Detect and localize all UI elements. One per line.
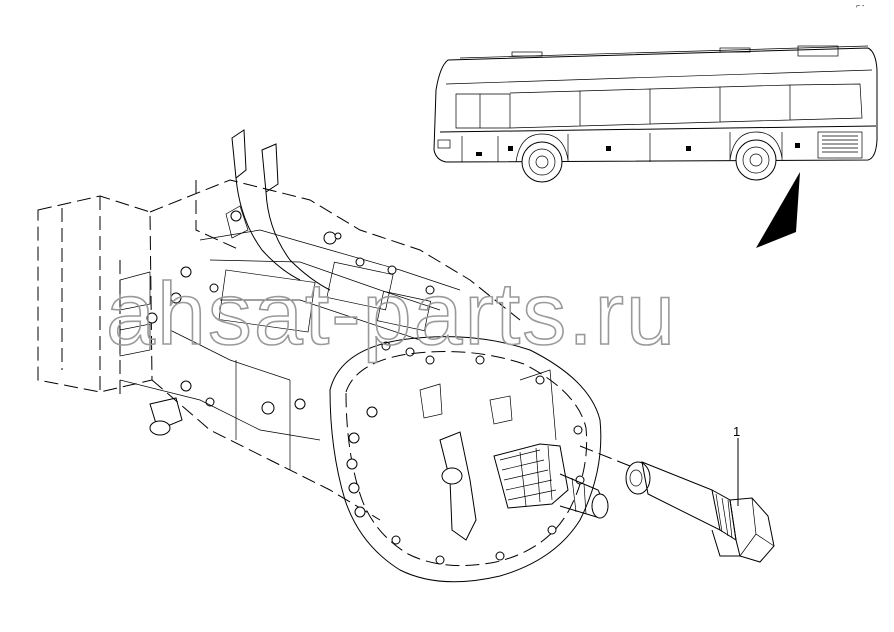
sensor-part: [579, 445, 775, 563]
location-arrow: [756, 172, 800, 248]
watermark-text: ahsat-parts.ru: [106, 264, 677, 363]
callout-label: 1: [733, 424, 740, 439]
transmission-assembly: [37, 129, 609, 583]
bus-illustration: [433, 45, 878, 183]
corner-mark: ⌐ -: [856, 3, 865, 10]
callout-1: 1: [733, 424, 740, 506]
